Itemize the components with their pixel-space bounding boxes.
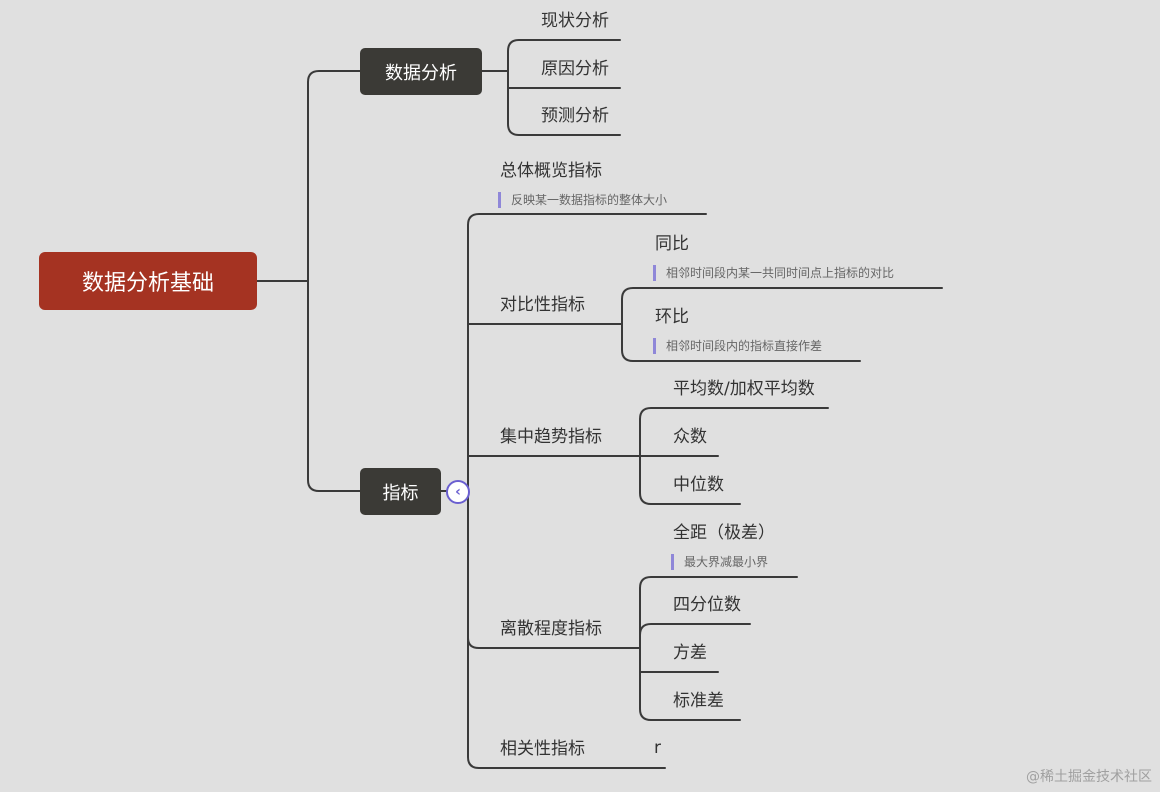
topic-correlation-r[interactable]: r — [654, 738, 661, 758]
topic-mode[interactable]: 众数 — [673, 427, 707, 447]
topic-overview-metrics[interactable]: 总体概览指标 — [500, 161, 602, 181]
connector-mom — [621, 323, 861, 362]
topic-yoy[interactable]: 同比 — [655, 234, 689, 254]
collapse-toggle[interactable]: ‹ — [446, 480, 470, 504]
connector-analysis-3 — [507, 87, 621, 136]
topic-median[interactable]: 中位数 — [673, 475, 724, 495]
topic-cause-analysis[interactable]: 原因分析 — [541, 59, 609, 79]
note-range: 最大界减最小界 — [671, 554, 768, 570]
topic-quartile[interactable]: 四分位数 — [673, 595, 741, 615]
topic-variance[interactable]: 方差 — [673, 643, 707, 663]
chevron-left-icon: ‹ — [455, 484, 461, 500]
topic-std-dev[interactable]: 标准差 — [673, 691, 724, 711]
branch-metrics[interactable]: 指标 — [360, 468, 441, 515]
topic-mean[interactable]: 平均数/加权平均数 — [673, 379, 815, 399]
topic-forecast-analysis[interactable]: 预测分析 — [541, 106, 609, 126]
topic-comparison-metrics[interactable]: 对比性指标 — [500, 295, 585, 315]
connector-metrics-bottom — [467, 490, 666, 769]
connector-root-metrics — [307, 280, 361, 492]
note-yoy: 相邻时间段内某一共同时间点上指标的对比 — [653, 265, 894, 281]
note-overview: 反映某一数据指标的整体大小 — [498, 192, 667, 208]
connector-dispersion-quartile — [639, 623, 751, 649]
root-topic[interactable]: 数据分析基础 — [39, 252, 257, 310]
topic-dispersion[interactable]: 离散程度指标 — [500, 619, 602, 639]
connector-dispersion-range — [639, 576, 798, 649]
connector-analysis-1 — [507, 39, 621, 72]
connector-central-3 — [639, 455, 741, 505]
topic-correlation[interactable]: 相关性指标 — [500, 739, 585, 759]
topic-central-tendency[interactable]: 集中趋势指标 — [500, 427, 602, 447]
connector-dispersion-std — [639, 671, 741, 721]
connector-metrics-top — [467, 213, 707, 492]
topic-mom[interactable]: 环比 — [655, 307, 689, 327]
watermark: @稀土掘金技术社区 — [1026, 769, 1152, 785]
connector-central-1 — [639, 407, 829, 457]
note-mom: 相邻时间段内的指标直接作差 — [653, 338, 822, 354]
topic-current-analysis[interactable]: 现状分析 — [541, 11, 609, 31]
connector-dispersion — [467, 637, 641, 649]
topic-range[interactable]: 全距（极差） — [673, 523, 775, 543]
connector-yoy — [621, 287, 943, 325]
branch-data-analysis[interactable]: 数据分析 — [360, 48, 482, 95]
connector-root-analysis — [256, 70, 361, 282]
